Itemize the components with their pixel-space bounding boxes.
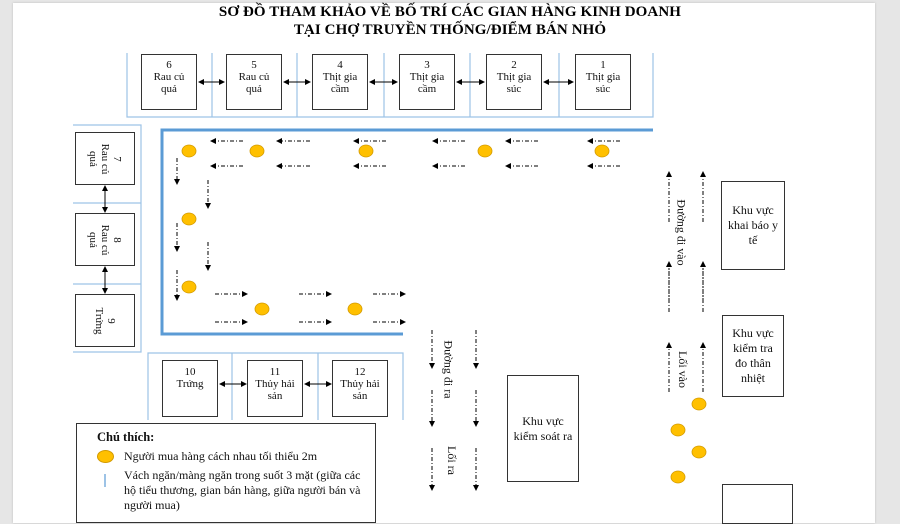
stall-number: 7 [111,155,123,162]
stall-label: cầm [417,83,437,95]
legend-box: Chú thích: Người mua hàng cách nhau tối … [76,423,376,523]
stall-number: 3 [424,59,430,71]
stall-number: 1 [600,59,606,71]
stall-3: 3 Thịt gia cầm [399,54,455,110]
stall-8-text: 8 Rau củ quả [87,220,123,260]
lane-label-exit-path: Đường đi ra [441,340,456,399]
zone-exit-control: Khu vực kiểm soát ra [507,375,579,482]
stall-8: 8 Rau củ quả [75,213,135,266]
shopper-dot [594,144,610,158]
stall-5: 5 Rau củ quả [226,54,282,110]
stall-number: 12 [354,366,366,378]
stall-label: sản [267,390,283,402]
stall-label: quả [161,83,177,95]
stall-label: Thủy hải [340,378,380,390]
stall-label: súc [595,83,611,95]
stall-label: Rau củ [153,71,185,83]
shopper-dot-icon [97,450,114,463]
divider-left-column [73,124,142,353]
stall-9: 9 Trứng [75,294,135,347]
divider-top-row [126,53,654,118]
shopper-dot [181,212,197,226]
shopper-dot [691,397,707,411]
stall-7: 7 Rau củ quả [75,132,135,185]
zone-temperature-check: Khu vực kiểm tra đo thân nhiệt [722,315,784,397]
stall-label: quả [246,83,262,95]
zone-label: Khu vực khai báo y tế [728,203,778,247]
stall-6: 6 Rau củ quả [141,54,197,110]
shopper-dot [670,470,686,484]
zone-partial-bottom [722,484,793,524]
stall-label: Rau củ [238,71,270,83]
shopper-dot [254,302,270,316]
stall-label: Trứng [93,307,105,334]
stall-10: 10 Trứng [162,360,218,417]
title-line-1: SƠ ĐỒ THAM KHẢO VỀ BỐ TRÍ CÁC GIAN HÀNG … [218,4,682,20]
stall-number: 4 [337,59,343,71]
stall-label: Thịt gia [585,71,621,83]
zone-label: Khu vực kiểm tra đo thân nhiệt [732,326,774,385]
stall-4: 4 Thịt gia cầm [312,54,368,110]
legend-item-shopper: Người mua hàng cách nhau tối thiểu 2m [124,449,318,463]
shopper-dot [691,445,707,459]
zone-health-declaration: Khu vực khai báo y tế [721,181,785,270]
zone-label: Khu vực kiểm soát ra [513,413,573,443]
shopper-dot [477,144,493,158]
stall-number: 10 [184,366,196,378]
stall-9-text: 9 Trứng [93,307,117,334]
stall-number: 8 [111,236,123,243]
stall-label: Thịt gia [409,71,445,83]
shopper-dot [670,423,686,437]
shopper-dot [181,280,197,294]
shopper-dot [347,302,363,316]
shopper-dot [249,144,265,158]
lane-label-exit: Lối ra [445,446,459,475]
stall-label: Thịt gia [496,71,532,83]
stall-number: 9 [105,317,117,324]
stall-number: 5 [251,59,257,71]
stall-2: 2 Thịt gia súc [486,54,542,110]
stall-label: sản [352,390,368,402]
lane-label-entrance: Lối vào [676,351,690,388]
stall-7-text: 7 Rau củ quả [87,139,123,179]
title-line-2: TẠI CHỢ TRUYỀN THỐNG/ĐIỂM BÁN NHỎ [293,22,607,38]
floor-plan-graphics [73,53,707,491]
market-wall [160,128,653,336]
legend-title: Chú thích: [97,430,155,444]
stall-11: 11 Thủy hải sản [247,360,303,417]
stall-number: 2 [511,59,517,71]
divider-line-icon [104,474,106,487]
stall-label: Thủy hải [255,378,295,390]
lane-label-entry-path: Đường đi vào [674,199,689,266]
stall-label: Rau củ quả [87,224,111,255]
stall-12: 12 Thủy hải sản [332,360,388,417]
stall-number: 11 [269,366,281,378]
stall-1: 1 Thịt gia súc [575,54,631,110]
stall-label: súc [506,83,522,95]
stall-number: 6 [166,59,172,71]
shopper-dot [358,144,374,158]
stall-label: cầm [330,83,350,95]
shopper-dot [181,144,197,158]
stall-label: Rau củ quả [87,143,111,174]
divider-bottom-row [147,352,404,420]
stall-label: Trứng [176,378,204,390]
legend-item-divider: Vách ngăn/màng ngăn trong suốt 3 mặt (gi… [124,468,361,512]
stall-label: Thịt gia [322,71,358,83]
